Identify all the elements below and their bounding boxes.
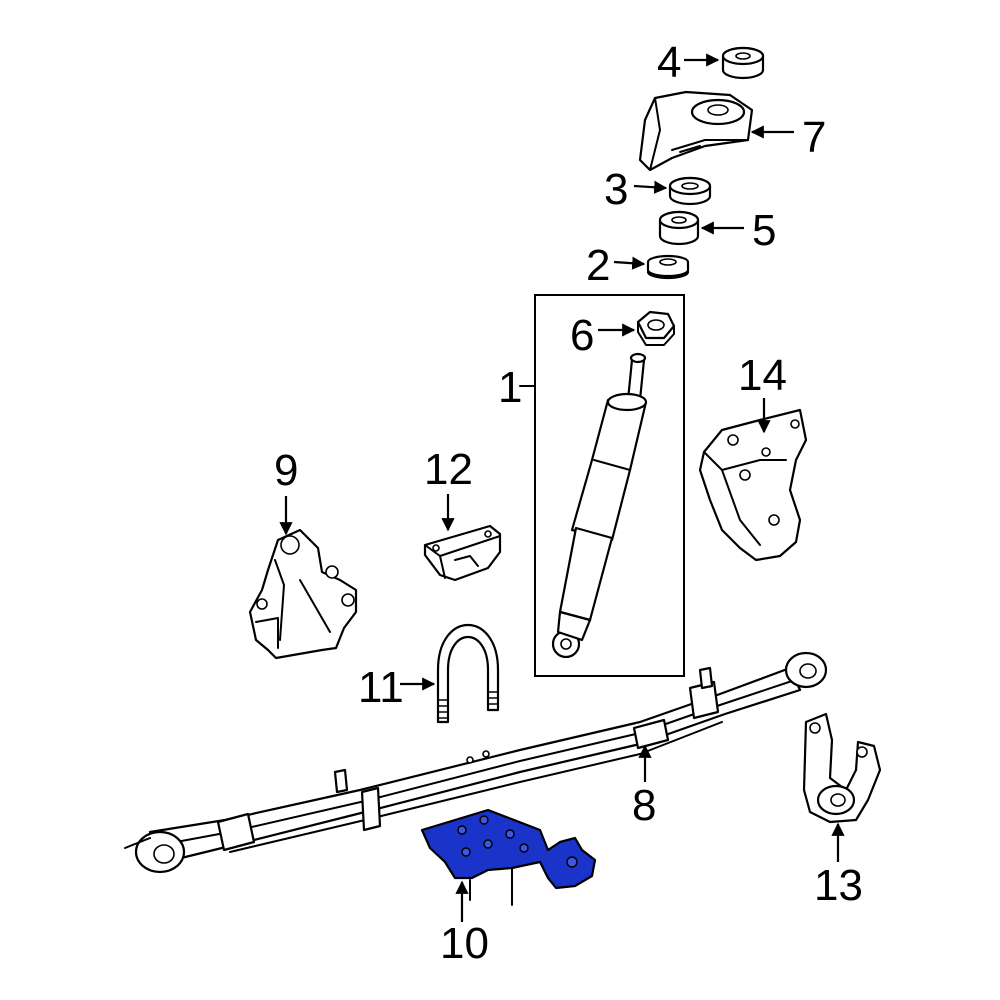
svg-text:8: 8 — [632, 781, 656, 830]
svg-text:3: 3 — [604, 165, 628, 214]
callout-4: 4 — [657, 38, 720, 87]
svg-text:9: 9 — [274, 446, 298, 495]
svg-text:10: 10 — [440, 919, 489, 968]
svg-text:7: 7 — [802, 113, 826, 162]
u-bolt[interactable] — [436, 623, 500, 724]
bushing-top[interactable] — [721, 46, 765, 80]
svg-text:6: 6 — [570, 311, 594, 360]
callout-14: 14 — [738, 351, 787, 434]
callout-11: 11 — [358, 663, 436, 712]
callout-9: 9 — [274, 446, 298, 536]
svg-text:2: 2 — [586, 241, 610, 290]
bushing-upper[interactable] — [668, 176, 712, 206]
leaf-spring[interactable] — [124, 651, 828, 874]
callout-10: 10 — [440, 880, 489, 968]
svg-text:5: 5 — [752, 206, 776, 255]
spring-plate-highlighted[interactable] — [420, 808, 597, 906]
callout-3: 3 — [604, 165, 668, 214]
callout-8: 8 — [632, 744, 656, 830]
svg-text:1: 1 — [498, 363, 522, 412]
callout-2: 2 — [586, 241, 646, 290]
shock-absorber-assembly[interactable] — [534, 294, 685, 677]
bushing-middle[interactable] — [658, 210, 700, 246]
callout-7: 7 — [750, 113, 826, 162]
callout-5: 5 — [700, 206, 776, 255]
svg-text:14: 14 — [738, 351, 787, 400]
spring-shackle[interactable] — [802, 712, 882, 824]
spring-hanger-front[interactable] — [248, 528, 358, 660]
shock-nut[interactable] — [636, 310, 676, 346]
callout-12: 12 — [424, 445, 473, 532]
shock-bracket-rear[interactable] — [698, 408, 808, 562]
bump-stop[interactable] — [423, 524, 502, 582]
svg-text:4: 4 — [657, 38, 681, 87]
callout-1: 1 — [498, 363, 535, 412]
upper-mount-bracket[interactable] — [638, 90, 754, 172]
bushing-lower[interactable] — [646, 254, 690, 280]
svg-text:11: 11 — [358, 663, 404, 712]
callout-13: 13 — [814, 822, 863, 910]
svg-text:13: 13 — [814, 861, 863, 910]
svg-text:12: 12 — [424, 445, 473, 494]
callout-6: 6 — [570, 311, 636, 360]
